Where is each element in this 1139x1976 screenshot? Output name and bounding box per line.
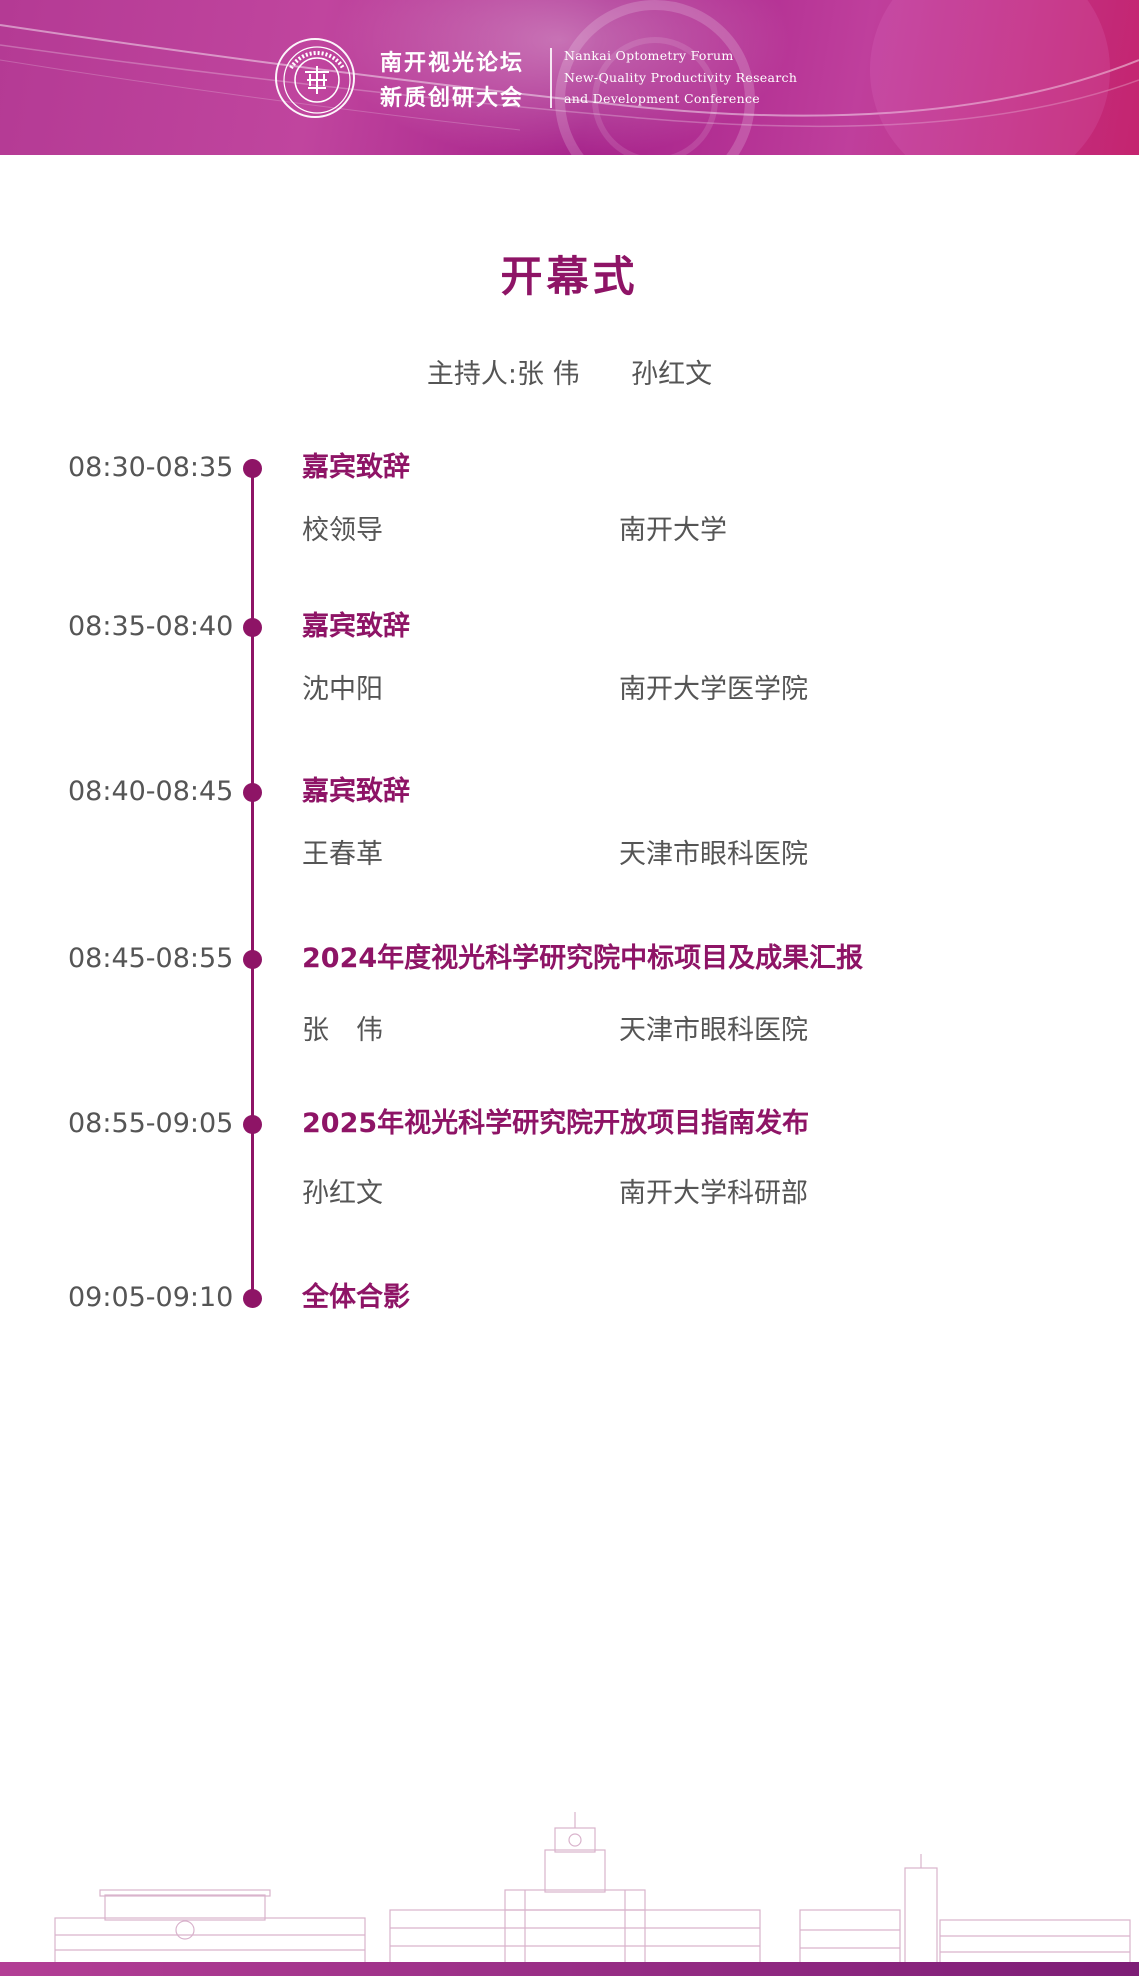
schedule-topic: 全体合影 (302, 1282, 410, 1313)
schedule-time: 09:05-09:10 (68, 1282, 234, 1313)
timeline-line (251, 466, 254, 1298)
schedule-organization: 天津市眼科医院 (619, 839, 808, 870)
timeline-dot (243, 1115, 262, 1134)
schedule-speaker: 校领导 (302, 515, 383, 546)
schedule-organization: 天津市眼科医院 (619, 1015, 808, 1046)
logo-emblem (275, 38, 355, 118)
banner-divider (550, 48, 552, 108)
header-banner: 南开视光论坛 新质创研大会 Nankai Optometry Forum New… (0, 0, 1139, 155)
footer-band (0, 1962, 1139, 1976)
schedule-organization: 南开大学 (619, 515, 727, 546)
schedule-organization: 南开大学科研部 (619, 1178, 808, 1209)
page-title: 开幕式 (500, 252, 639, 301)
schedule-item: 08:55-09:05 2025年视光科学研究院开放项目指南发布 孙红文 南开大… (0, 1106, 1139, 1266)
schedule-speaker: 张 伟 (302, 1015, 383, 1046)
timeline-dot (243, 618, 262, 637)
schedule-time: 08:35-08:40 (68, 611, 234, 642)
schedule-topic: 2025年视光科学研究院开放项目指南发布 (302, 1108, 810, 1139)
banner-title-en-line3: and Development Conference (564, 91, 760, 106)
schedule-item: 08:40-08:45 嘉宾致辞 王春革 天津市眼科医院 (0, 774, 1139, 934)
timeline-dot (243, 459, 262, 478)
banner-title-en-line2: New-Quality Productivity Research (564, 70, 798, 85)
schedule-item: 08:30-08:35 嘉宾致辞 校领导 南开大学 (0, 450, 1139, 610)
schedule-speaker: 沈中阳 (302, 674, 383, 705)
schedule-topic: 嘉宾致辞 (302, 776, 410, 807)
banner-title-en-line1: Nankai Optometry Forum (564, 48, 734, 63)
schedule-speaker: 王春革 (302, 839, 383, 870)
nankai-seal-icon (283, 46, 351, 114)
schedule-time: 08:55-09:05 (68, 1108, 234, 1139)
schedule-time: 08:40-08:45 (68, 776, 234, 807)
host-label: 主持人: (426, 359, 517, 390)
campus-skyline-illustration (0, 1812, 1139, 1972)
schedule-topic: 2024年度视光科学研究院中标项目及成果汇报 (302, 943, 864, 974)
banner-decoration (0, 0, 1139, 155)
schedule-item: 08:45-08:55 2024年度视光科学研究院中标项目及成果汇报 张 伟 天… (0, 941, 1139, 1101)
schedule-item: 08:35-08:40 嘉宾致辞 沈中阳 南开大学医学院 (0, 609, 1139, 769)
timeline-dot (243, 950, 262, 969)
schedule-speaker: 孙红文 (302, 1178, 383, 1209)
schedule-time: 08:45-08:55 (68, 943, 234, 974)
timeline-dot (243, 1289, 262, 1308)
host-name-2: 孙红文 (631, 359, 713, 390)
banner-title-cn-line2: 新质创研大会 (380, 85, 525, 111)
host-name-1: 张 伟 (517, 359, 580, 390)
banner-title-cn-line1: 南开视光论坛 (380, 50, 525, 76)
timeline-dot (243, 783, 262, 802)
schedule-time: 08:30-08:35 (68, 452, 234, 483)
schedule-item: 09:05-09:10 全体合影 (0, 1280, 1139, 1440)
host-line: 主持人:张 伟 孙红文 (0, 352, 1139, 391)
host-spacer (580, 359, 632, 390)
schedule-topic: 嘉宾致辞 (302, 611, 410, 642)
schedule-organization: 南开大学医学院 (619, 674, 808, 705)
schedule-topic: 嘉宾致辞 (302, 452, 410, 483)
